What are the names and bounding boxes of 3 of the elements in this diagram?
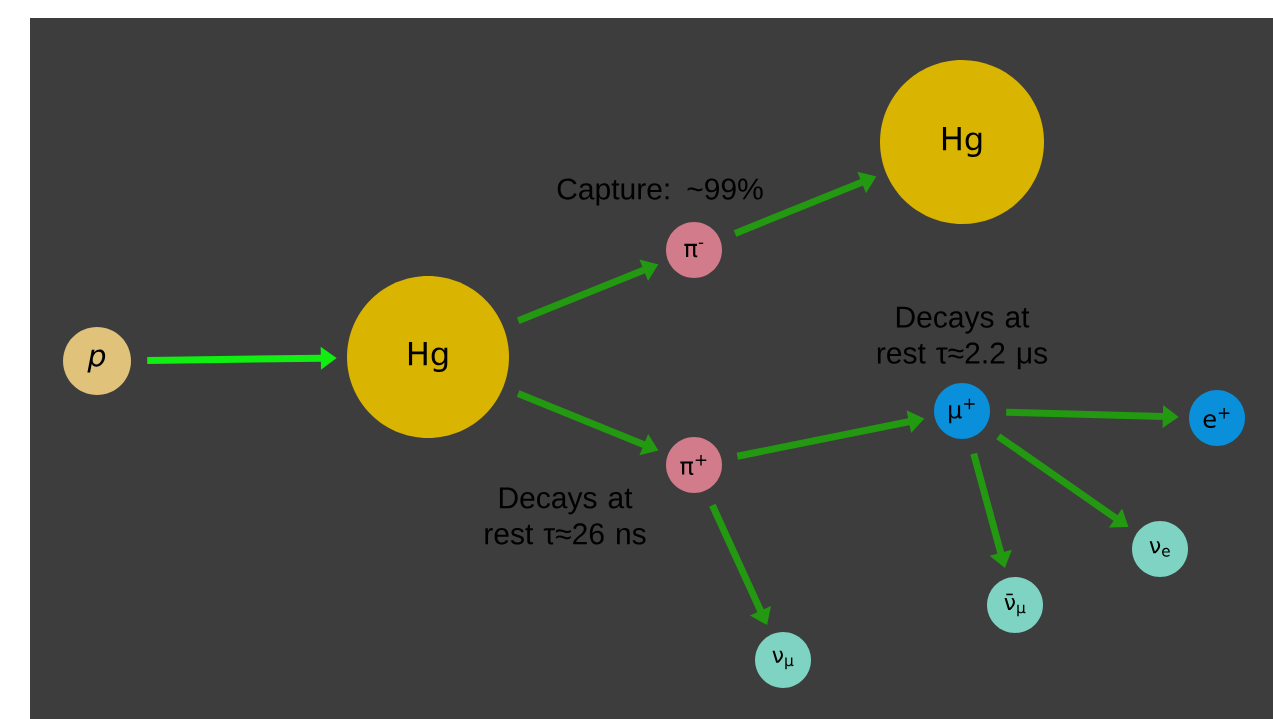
annotation-text: Decays at rest τ≈26 ns [485,487,646,545]
annotation-text: Decays at rest τ≈2.2 μs [877,306,1048,370]
annotation-text: Capture: ~99% [557,178,763,206]
